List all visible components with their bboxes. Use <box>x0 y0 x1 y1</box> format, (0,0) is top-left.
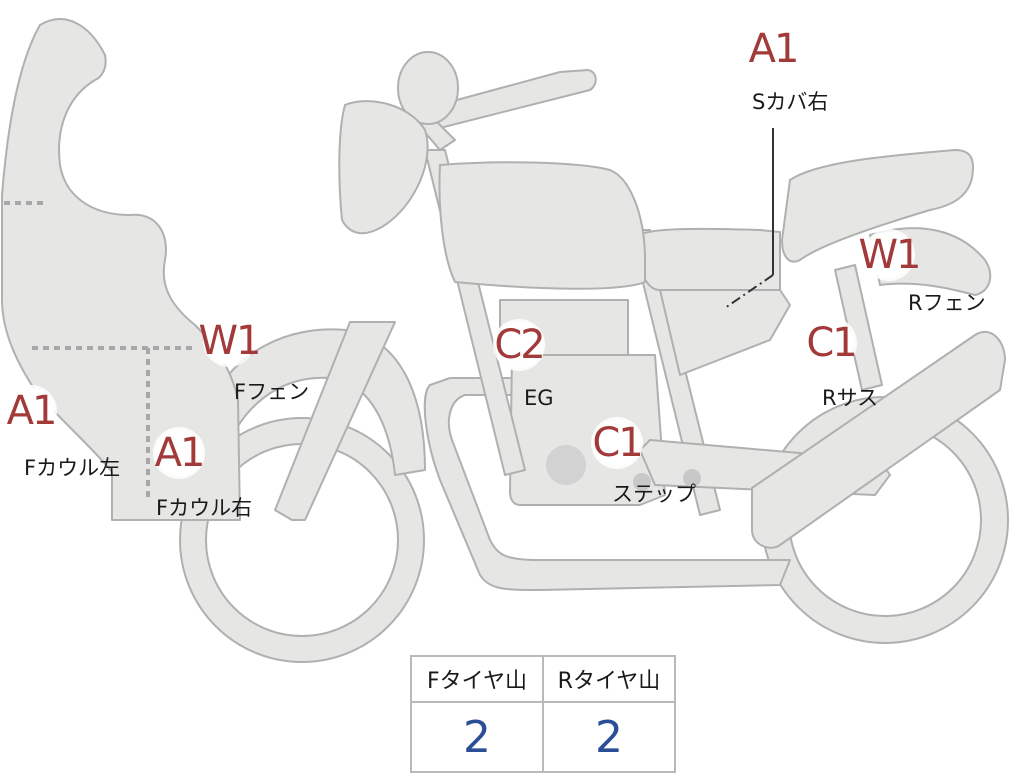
front-fork <box>274 321 396 521</box>
grade-badge-r-fender: W1 <box>858 232 922 278</box>
fuel-tank <box>438 161 646 290</box>
exhaust-pipe <box>423 377 791 591</box>
grade-badge-f-cowl-l: A1 <box>6 388 57 434</box>
front-cowl <box>1 18 241 521</box>
grade-badge-r-susp: C1 <box>806 320 858 366</box>
side-cover <box>659 289 791 376</box>
table-row: 2 2 <box>410 701 676 773</box>
handlebar <box>419 69 597 129</box>
label-engine: EG <box>524 386 554 410</box>
tire-tread-table: Fタイヤ山 Rタイヤ山 2 2 <box>410 655 676 773</box>
seat-rail <box>639 227 781 291</box>
label-f-cowl-r: Fカウル右 <box>156 496 253 520</box>
label-s-cover-r: Sカバ右 <box>752 90 829 114</box>
headlight <box>338 100 429 235</box>
seat <box>781 149 974 263</box>
grade-badge-f-fender: W1 <box>198 318 262 364</box>
grade-badge-engine: C2 <box>494 322 546 368</box>
label-f-fender: Fフェン <box>234 380 310 404</box>
label-f-cowl-l: Fカウル左 <box>24 456 121 480</box>
footpeg-left <box>633 473 651 491</box>
label-r-susp: Rサス <box>822 386 879 410</box>
label-r-fender: Rフェン <box>908 291 986 315</box>
table-header-row: Fタイヤ山 Rタイヤ山 <box>410 655 676 703</box>
grade-badge-step: C1 <box>592 420 644 466</box>
header-front-tire: Fタイヤ山 <box>410 655 544 703</box>
grade-badge-f-cowl-r: A1 <box>154 430 205 476</box>
mirror <box>397 51 459 125</box>
header-rear-tire: Rタイヤ山 <box>542 655 676 703</box>
label-step: ステップ <box>612 482 696 506</box>
footpeg-right <box>683 469 701 487</box>
leader-line-tip <box>724 274 774 309</box>
muffler <box>751 330 1006 549</box>
engine-cover <box>546 445 586 485</box>
grade-badge-s-cover-r: A1 <box>748 26 799 72</box>
value-front-tire: 2 <box>410 701 544 773</box>
value-rear-tire: 2 <box>542 701 676 773</box>
